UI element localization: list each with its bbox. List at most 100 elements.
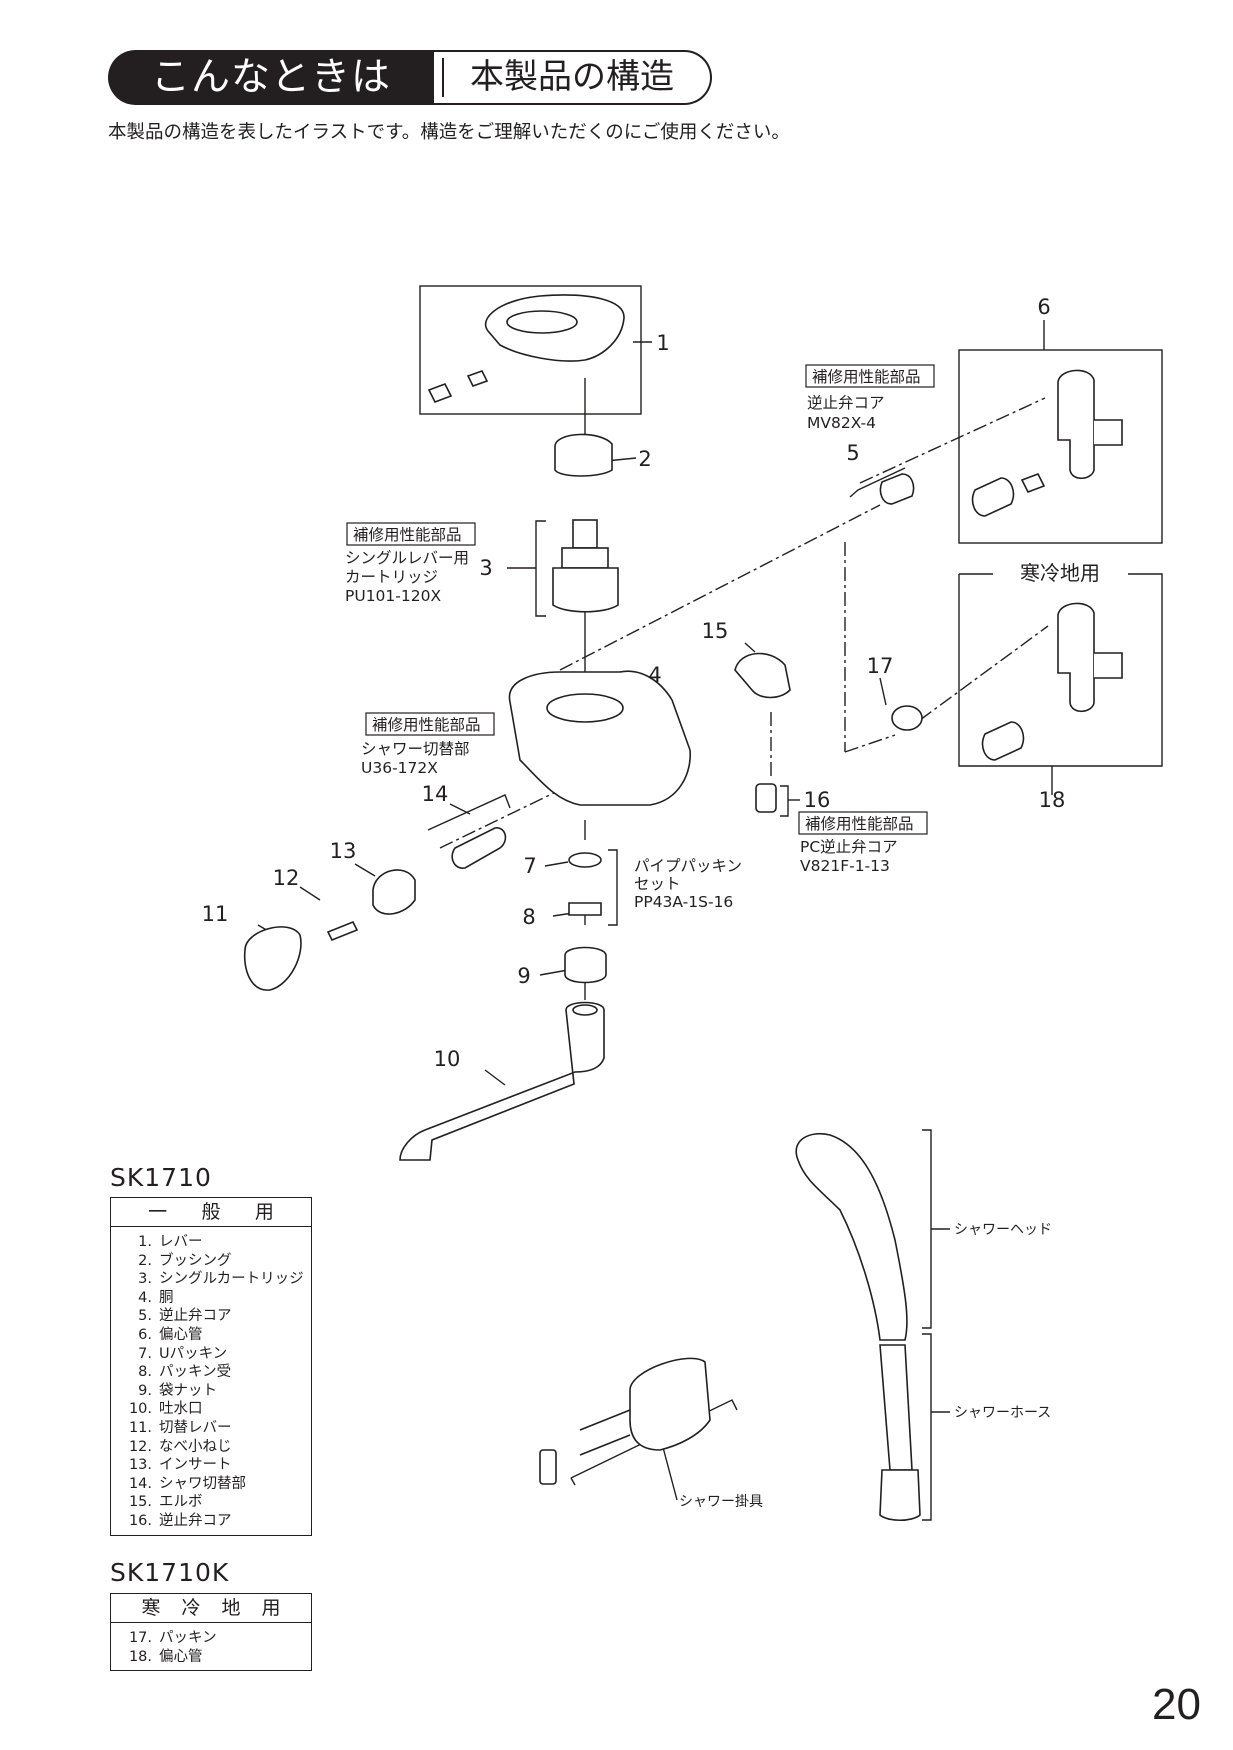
cartridge-name-2: カートリッジ [345, 568, 438, 586]
parts-list-item: 15.エルボ [111, 1493, 311, 1512]
callout-3: 3 [479, 556, 492, 580]
parts-list-item-number: 18. [128, 1648, 152, 1665]
pipe-packing-name-1: パイプパッキン [634, 857, 742, 875]
parts-list-item: 13.インサート [111, 1456, 311, 1475]
callout-4: 4 [648, 663, 661, 687]
parts-list-item: 4.胴 [111, 1289, 311, 1308]
parts-table-general-header: 一 般 用 [111, 1198, 311, 1227]
parts-list-item-name: シャワ切替部 [159, 1475, 246, 1492]
spout-part [399, 1001, 605, 1161]
parts-list-item-number: 2. [138, 1252, 152, 1269]
header-title: 本製品の構造 [434, 50, 712, 105]
callout-6: 6 [1037, 295, 1050, 319]
parts-list-item-number: 7. [138, 1345, 152, 1362]
service-label-shower-switch: 補修用性能部品 [372, 716, 481, 734]
parts-list-item-name: レバー [159, 1234, 203, 1250]
parts-list-item-name: 袋ナット [159, 1382, 217, 1399]
check-valve-code: MV82X-4 [807, 414, 876, 432]
parts-list-item-number: 6. [138, 1326, 152, 1343]
callout-17: 17 [867, 654, 894, 678]
parts-list-item-number: 8. [138, 1364, 152, 1381]
parts-list-item-name: 逆止弁コア [159, 1308, 232, 1325]
cartridge-code: PU101-120X [345, 587, 441, 605]
parts-list-item: 12.なべ小ねじ [111, 1438, 311, 1457]
service-label-cartridge: 補修用性能部品 [353, 526, 462, 544]
parts-list-item-number: 16. [128, 1512, 152, 1529]
parts-list-item: 8. パッキン受 [111, 1363, 311, 1382]
lever-detail-box [419, 285, 642, 415]
parts-list-item-name: エルボ [159, 1494, 203, 1511]
parts-list-item: 3.シングルカートリッジ [111, 1270, 311, 1289]
page-number: 20 [1152, 1680, 1201, 1729]
callout-14: 14 [422, 782, 449, 806]
eccentric-pipe-part [1057, 369, 1095, 480]
parts-list-item-name: シングルカートリッジ [159, 1271, 304, 1288]
cap-nut-part [564, 946, 607, 984]
callout-16: 16 [804, 788, 831, 812]
parts-list-item-number: 11. [128, 1419, 152, 1436]
u-packing-part [568, 852, 602, 868]
elbow-part [734, 652, 791, 699]
shower-head-part [795, 1133, 908, 1341]
eccentric-pipe-box [958, 349, 1163, 544]
service-label-pc-check-valve: 補修用性能部品 [805, 815, 914, 833]
parts-list-item-name: パッキン [159, 1630, 217, 1646]
header-category: こんなときは [108, 50, 434, 105]
section-header: こんなときは 本製品の構造 [108, 50, 714, 105]
callout-2: 2 [638, 447, 651, 471]
service-label-check-valve: 補修用性能部品 [812, 368, 921, 386]
parts-list-item: 9.袋ナット [111, 1382, 311, 1401]
model-general: SK1710 [110, 1163, 212, 1192]
callout-12: 12 [273, 866, 300, 890]
parts-table-cold: 寒 冷 地 用 17. パッキン 18.偏心管 [110, 1593, 312, 1672]
pan-screw-part [326, 920, 359, 942]
pc-check-valve-part [755, 783, 777, 813]
parts-list-item-name: 逆止弁コア [159, 1512, 232, 1529]
parts-list-item: 6.偏心管 [111, 1326, 311, 1345]
parts-list-item-name: Uパッキン [159, 1345, 228, 1362]
parts-list-item-number: 5. [138, 1308, 152, 1325]
pipe-packing-name-2: セット [634, 875, 681, 893]
callout-10: 10 [434, 1047, 461, 1071]
parts-list-item-number: 17. [128, 1630, 152, 1646]
switch-lever-part [243, 926, 302, 991]
shower-head-label: シャワーヘッド [954, 1222, 1052, 1238]
check-valve-part [879, 473, 915, 505]
parts-list-cold: 17. パッキン 18.偏心管 [111, 1623, 311, 1670]
model-cold: SK1710K [110, 1558, 230, 1587]
cold-region-box [958, 573, 1163, 767]
eccentric-pipe-cold-part [1057, 602, 1095, 713]
parts-list-item: 11.切替レバー [111, 1419, 311, 1438]
parts-list-item-number: 10. [128, 1401, 152, 1418]
parts-list-item: 10. 吐水口 [111, 1400, 311, 1419]
cold-region-label: 寒冷地用 [1020, 561, 1100, 585]
parts-list-item-name: なべ小ねじ [159, 1438, 232, 1455]
parts-list-item-name: 吐水口 [159, 1401, 203, 1418]
shower-holder-label: シャワー掛具 [679, 1494, 763, 1510]
callout-1: 1 [656, 331, 669, 355]
parts-list-item: 5. 逆止弁コア [111, 1307, 311, 1326]
parts-list-item-name: パッキン受 [159, 1364, 232, 1381]
parts-table-cold-header: 寒 冷 地 用 [111, 1594, 311, 1623]
callout-5: 5 [846, 441, 859, 465]
pc-check-valve-name: PC逆止弁コア [800, 838, 898, 856]
parts-list-item: 18.偏心管 [111, 1648, 311, 1667]
packing-part [891, 705, 923, 731]
cartridge-part [552, 567, 619, 613]
shower-hose-part [879, 1344, 913, 1471]
parts-list-item-name: インサート [159, 1457, 232, 1474]
packing-seat-part [568, 902, 602, 916]
shower-hose-label: シャワーホース [954, 1405, 1051, 1421]
shower-holder-part [629, 1357, 711, 1451]
parts-list-item: 7. Uパッキン [111, 1345, 311, 1364]
callout-13: 13 [330, 839, 357, 863]
parts-list-item-number: 1. [138, 1234, 152, 1250]
parts-list-item: 14.シャワ切替部 [111, 1475, 311, 1494]
shower-switch-part [451, 827, 507, 869]
part-shapes [243, 294, 1123, 1522]
shower-switch-code: U36-172X [361, 759, 438, 777]
callout-11: 11 [202, 902, 229, 926]
